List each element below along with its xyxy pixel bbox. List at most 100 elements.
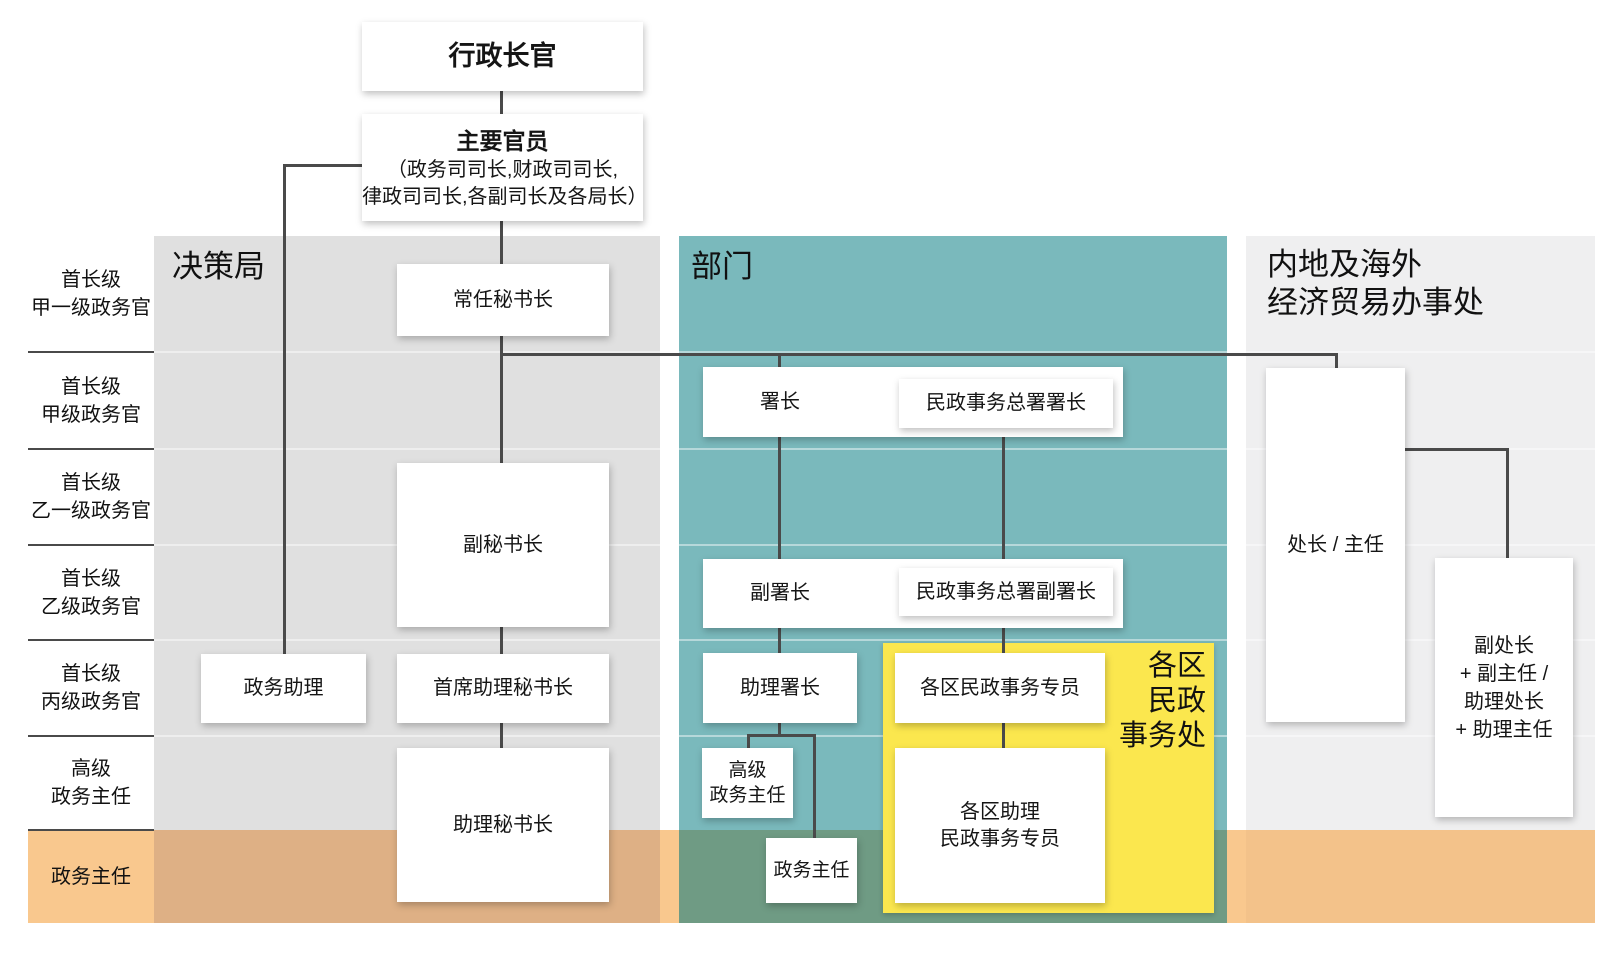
connector-deputyhead-assistanthead	[778, 628, 781, 653]
section-title-policy-bureaux: 决策局	[172, 249, 265, 284]
assistant-secretary-box: 助理秘书长	[397, 748, 609, 902]
senior-executive-officer-line2: 政务主任	[709, 785, 786, 806]
connector-to-department-head	[778, 356, 781, 367]
rank-separator	[28, 735, 154, 737]
executive-officer-box: 政务主任	[766, 838, 857, 903]
home-affairs-director-box: 民政事务总署署长	[899, 379, 1113, 428]
rank-label-d6: 首长级 甲级政务官	[28, 352, 154, 449]
connector-officehead-branch	[1405, 448, 1509, 451]
rank-line	[154, 448, 1595, 450]
connector-permsec-depsec	[500, 336, 503, 463]
executive-officer-label: 政务主任	[773, 860, 850, 881]
rank-separator	[28, 351, 154, 353]
connector-hadirector-deputy	[1002, 428, 1005, 568]
assistant-district-officer-line2: 民政事务专员	[940, 827, 1060, 850]
assistant-department-head-label: 助理署长	[740, 676, 820, 699]
connector-split-officer	[813, 736, 816, 838]
connector-assistanthead-split	[747, 734, 816, 737]
rank-line	[154, 735, 1595, 737]
district-offices-label-line1: 各区	[1147, 650, 1206, 682]
connector-split-senior-officer	[747, 736, 750, 748]
rank-label-line: 政务主任	[51, 786, 131, 808]
department-deputy-head-label: 副署长	[750, 582, 810, 604]
rank-label-d8: 首长级 甲一级政务官	[28, 236, 154, 352]
section-title-offices-line1: 内地及海外	[1267, 247, 1422, 282]
rank-label-d2: 首长级 乙级政务官	[28, 545, 154, 640]
principal-assistant-secretary-label: 首席助理秘书长	[433, 677, 573, 699]
connector-districtofficer-assistant	[1002, 723, 1005, 748]
band-gap1-orange	[660, 830, 679, 923]
home-affairs-deputy-director-label: 民政事务总署副署长	[916, 580, 1096, 603]
rank-label-line: 首长级	[61, 472, 121, 494]
rank-line	[154, 544, 1595, 546]
principal-assistant-secretary-box: 首席助理秘书长	[397, 654, 609, 723]
office-deputy-line4: + 助理主任	[1455, 718, 1553, 741]
connector-principal-political-assistant	[283, 164, 286, 654]
rank-label-line: 乙级政务官	[41, 595, 141, 618]
connector-branch-officedeputy	[1506, 448, 1509, 558]
political-assistant-box: 政务助理	[201, 654, 366, 723]
rank-separator	[28, 639, 154, 641]
assistant-secretary-label: 助理秘书长	[453, 813, 553, 836]
rank-line	[154, 639, 1595, 641]
connector-ceo-principal	[500, 91, 503, 114]
connector-principal-branch	[283, 164, 362, 167]
rank-label-d1: 首长级 丙级政务官	[28, 640, 154, 736]
rank-line	[154, 351, 1595, 353]
political-assistant-label: 政务助理	[243, 677, 324, 699]
rank-label-line: 政务主任	[51, 865, 131, 888]
rank-label-officer: 政务主任	[28, 830, 154, 923]
chief-executive-label: 行政长官	[448, 41, 557, 71]
band-offices-orange	[1246, 830, 1595, 923]
office-deputy-box: 副处长 + 副主任 / 助理处长 + 助理主任	[1435, 558, 1573, 817]
office-deputy-line2: + 副主任 /	[1459, 662, 1549, 685]
district-offices-label-line2: 民政	[1147, 685, 1206, 717]
deputy-secretary-box: 副秘书长	[397, 463, 609, 627]
senior-executive-officer-line1: 高级	[728, 760, 767, 781]
rank-separator	[28, 544, 154, 546]
principal-officials-title: 主要官员	[456, 127, 549, 154]
rank-label-line: 乙一级政务官	[31, 500, 151, 522]
connector-pas-as	[500, 723, 503, 748]
principal-officials-sub2: 律政司司长,各副司长及各局长）	[362, 185, 648, 208]
rank-label-line: 高级	[71, 758, 111, 780]
district-offices-label: 各区 民政 事务处	[1020, 649, 1206, 754]
assistant-district-officer-box: 各区助理 民政事务专员	[895, 748, 1105, 903]
rank-label-line: 丙级政务官	[41, 691, 141, 713]
rank-label-senior-officer: 高级 政务主任	[28, 736, 154, 830]
district-officer-label: 各区民政事务专员	[920, 676, 1080, 699]
office-head-box: 处长 / 主任	[1266, 368, 1405, 722]
band-gap2-orange	[1227, 830, 1246, 923]
connector-cross-sections	[500, 353, 1338, 356]
rank-separator	[28, 448, 154, 450]
home-affairs-director-label: 民政事务总署署长	[926, 392, 1086, 414]
senior-executive-officer-box: 高级 政务主任	[702, 748, 793, 818]
connector-assistanthead-stem	[778, 723, 781, 736]
connector-depsec-pas	[500, 627, 503, 654]
home-affairs-deputy-director-box: 民政事务总署副署长	[899, 568, 1113, 616]
principal-officials-sub1: （政务司司长,财政司司长,	[386, 158, 619, 181]
connector-to-office-head	[1335, 356, 1338, 368]
district-offices-label-line3: 事务处	[1118, 720, 1206, 752]
connector-principal-permsec	[500, 221, 503, 264]
district-officer-box: 各区民政事务专员	[895, 653, 1105, 723]
rank-label-line: 首长级	[61, 663, 121, 685]
rank-label-line: 首长级	[61, 269, 121, 291]
rank-label-line: 甲一级政务官	[31, 297, 151, 319]
deputy-secretary-label: 副秘书长	[463, 533, 543, 556]
rank-separator	[28, 829, 154, 831]
rank-label-line: 首长级	[61, 567, 121, 590]
section-title-offices-line2: 经济贸易办事处	[1267, 285, 1484, 320]
section-title-offices: 内地及海外 经济贸易办事处	[1267, 246, 1484, 322]
rank-label-d3: 首长级 乙一级政务官	[28, 449, 154, 545]
assistant-district-officer-line1: 各区助理	[960, 800, 1040, 823]
principal-officials-box: 主要官员 （政务司司长,财政司司长, 律政司司长,各副司长及各局长）	[362, 114, 648, 221]
section-title-departments: 部门	[691, 249, 753, 284]
department-head-label: 署长	[760, 390, 800, 413]
connector-head-deputyhead	[778, 437, 781, 559]
rank-label-line: 甲级政务官	[41, 403, 141, 426]
office-head-label: 处长 / 主任	[1287, 533, 1384, 556]
chief-executive-box: 行政长官	[362, 22, 643, 91]
office-deputy-line1: 副处长	[1474, 634, 1534, 657]
